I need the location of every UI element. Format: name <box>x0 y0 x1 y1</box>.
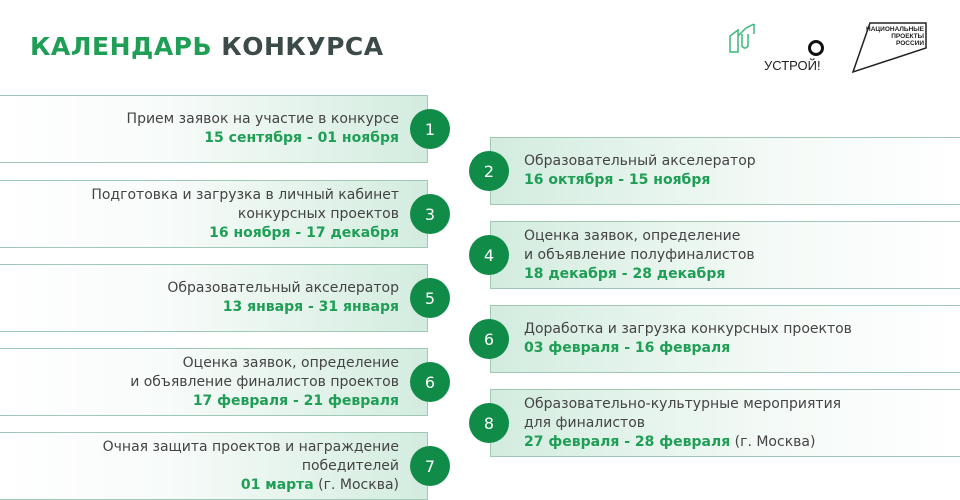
stage-date-row: 16 октября - 15 ноября <box>524 171 710 190</box>
stage-date-row: 13 января - 31 января <box>223 298 399 317</box>
stage-date-row: 16 ноября - 17 декабря <box>209 224 399 243</box>
stage-title-line: победителей <box>301 457 399 474</box>
stage-card: Доработка и загрузка конкурсных проектов… <box>490 305 960 373</box>
stage-card: Очная защита проектов и награждение побед… <box>0 432 428 500</box>
stage-number-badge: 8 <box>469 403 509 443</box>
stage-number-badge: 7 <box>410 446 450 486</box>
stage-card: Образовательный акселератор 16 октября - … <box>490 137 960 205</box>
stage-date: 16 ноября - 17 декабря <box>209 224 399 241</box>
svg-text:НАЦИОНАЛЬНЫЕ: НАЦИОНАЛЬНЫЕ <box>866 26 925 33</box>
stage-date-row: 15 сентября - 01 ноября <box>204 129 399 148</box>
stage-date: 27 февраля - 28 февраля <box>524 433 731 450</box>
title-green: КАЛЕНДАРЬ <box>30 32 213 61</box>
stage-card: Образовательно-культурные мероприятия для… <box>490 389 960 457</box>
stage-title-line: конкурсных проектов <box>237 205 399 222</box>
stage-date-row: 01 марта (г. Москва) <box>241 476 399 495</box>
stage-title-line: Оценка заявок, определение <box>182 354 399 371</box>
stage-number-badge: 3 <box>410 194 450 234</box>
stage-title-line: и объявление полуфиналистов <box>524 246 755 263</box>
stage-card: Оценка заявок, определение и объявление ф… <box>0 348 428 416</box>
stage-date: 17 февраля - 21 февраля <box>192 392 399 409</box>
ustroy-logo: УСТРОЙ! <box>764 38 826 74</box>
stage-number-badge: 5 <box>410 278 450 318</box>
ustroy-logo-text: УСТРОЙ! <box>764 58 821 73</box>
stage-number-badge: 6 <box>410 362 450 402</box>
stage-title-line: Оценка заявок, определение <box>524 227 741 244</box>
stage-date: 03 февраля - 16 февраля <box>524 340 731 356</box>
stage-number-badge: 4 <box>469 235 509 275</box>
stage-title-line: Образовательный акселератор <box>167 280 399 296</box>
national-projects-logo: НАЦИОНАЛЬНЫЕ ПРОЕКТЫ РОССИИ <box>851 22 927 74</box>
stage-card: Образовательный акселератор 13 января - 3… <box>0 264 428 332</box>
stage-title-line: Очная защита проектов и награждение <box>102 438 399 455</box>
stage-title-line: Образовательный акселератор <box>524 153 756 169</box>
stage-location-note: (г. Москва) <box>313 476 399 493</box>
stage-location-note: (г. Москва) <box>730 433 816 450</box>
stage-card: Прием заявок на участие в конкурсе 15 сен… <box>0 95 428 163</box>
stage-date: 18 декабря - 28 декабря <box>524 265 726 282</box>
page-title: КАЛЕНДАРЬ КОНКУРСА <box>30 32 384 61</box>
stage-number-badge: 1 <box>410 109 450 149</box>
stage-date-row: 17 февраля - 21 февраля <box>193 392 399 411</box>
stage-number-badge: 2 <box>469 151 509 191</box>
stage-date-row: 27 февраля - 28 февраля (г. Москва) <box>524 433 815 452</box>
stage-card: Подготовка и загрузка в личный кабинет ко… <box>0 180 428 248</box>
svg-text:ПРОЕКТЫ: ПРОЕКТЫ <box>891 33 924 40</box>
stage-title-line: Прием заявок на участие в конкурсе <box>126 111 399 127</box>
stage-title-line: Подготовка и загрузка в личный кабинет <box>91 186 399 203</box>
stage-date: 01 марта <box>240 476 314 493</box>
stage-date: 13 января - 31 января <box>222 299 399 315</box>
stage-title-line: и объявление финалистов проектов <box>130 373 399 390</box>
stage-title-line: Доработка и загрузка конкурсных проектов <box>524 321 852 337</box>
stage-card: Оценка заявок, определение и объявление п… <box>490 221 960 289</box>
stage-date: 15 сентября - 01 ноября <box>204 130 399 146</box>
stage-title-line: для финалистов <box>524 414 646 431</box>
stage-date-row: 03 февраля - 16 февраля <box>524 339 730 358</box>
stage-date-row: 18 декабря - 28 декабря <box>524 265 725 284</box>
stage-number-badge: 6 <box>469 319 509 359</box>
stage-date: 16 октября - 15 ноября <box>524 172 711 188</box>
svg-text:РОССИИ: РОССИИ <box>896 40 924 47</box>
house-logo-icon <box>729 23 755 53</box>
stage-title-line: Образовательно-культурные мероприятия <box>524 395 842 412</box>
title-dark: КОНКУРСА <box>221 32 384 61</box>
